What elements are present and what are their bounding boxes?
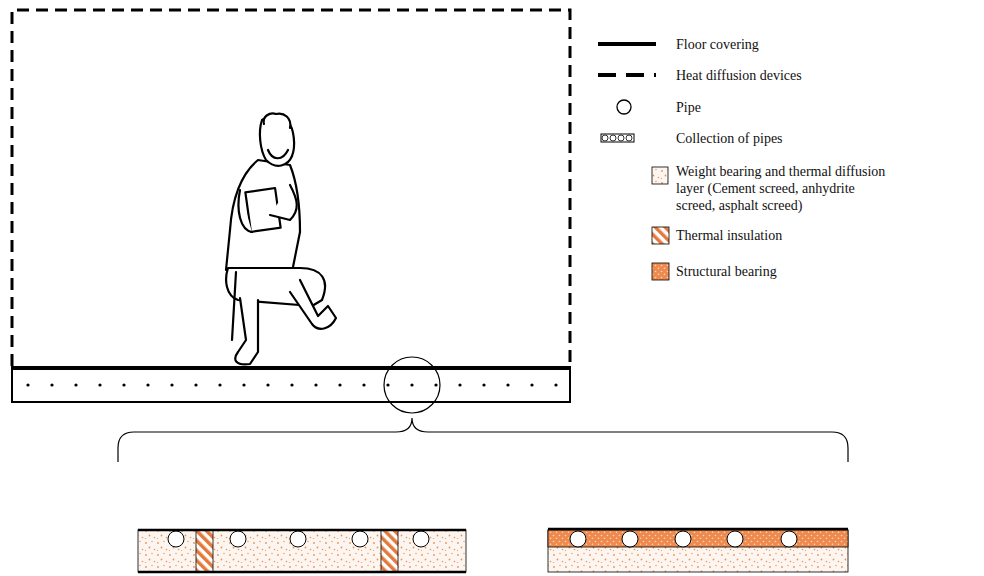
bearing-sample [652,263,669,280]
pipe-dot [50,383,53,386]
pipe-dot [194,383,197,386]
pipe-dot [170,383,173,386]
section-left [138,530,466,572]
pipe-dot [362,383,365,386]
screed-sample [652,167,668,184]
pipe-dot [314,383,317,386]
seated-person [226,113,336,364]
pipe-dot [122,383,125,386]
pipe-dot [146,383,149,386]
pipe-dot [386,383,389,386]
pipe-dot [530,383,533,386]
bearing-label: Structural bearing [676,263,956,280]
floor-slab [12,368,570,402]
pipe-dot [506,383,509,386]
zoom-circle [384,357,440,413]
pipe-dot [434,383,437,386]
pipe-collection-label: Collection of pipes [676,130,956,147]
pipe-dot [242,383,245,386]
heat-diffusion-outline [12,10,570,366]
legend-samples [598,44,669,280]
pipe-dot [458,383,461,386]
pipe-dot [26,383,29,386]
pipe-sample [617,100,631,114]
pipe-dot [218,383,221,386]
floor-covering-line [11,366,571,370]
pipe-dot [266,383,269,386]
insulation-sample [652,227,669,244]
floor-covering-sample [598,42,656,46]
floor-covering-label: Floor covering [676,36,956,53]
insulation-label: Thermal insulation [676,227,956,244]
section-right [548,529,848,572]
zoom-bracket [118,418,848,462]
pipe-dot [554,383,557,386]
pipe-dot [290,383,293,386]
heat-diffusion-sample [598,73,656,77]
pipe-dot [482,383,485,386]
pipe-label: Pipe [676,99,956,116]
pipe-collection-sample [601,134,634,142]
heat-diffusion-label: Heat diffusion devices [676,67,956,84]
pipe-dots [26,383,557,386]
pipe-dot [410,383,413,386]
screed-label: Weight bearing and thermal diffusion lay… [676,163,894,214]
pipe-dot [338,383,341,386]
pipe-dot [98,383,101,386]
pipe-dot [74,383,77,386]
